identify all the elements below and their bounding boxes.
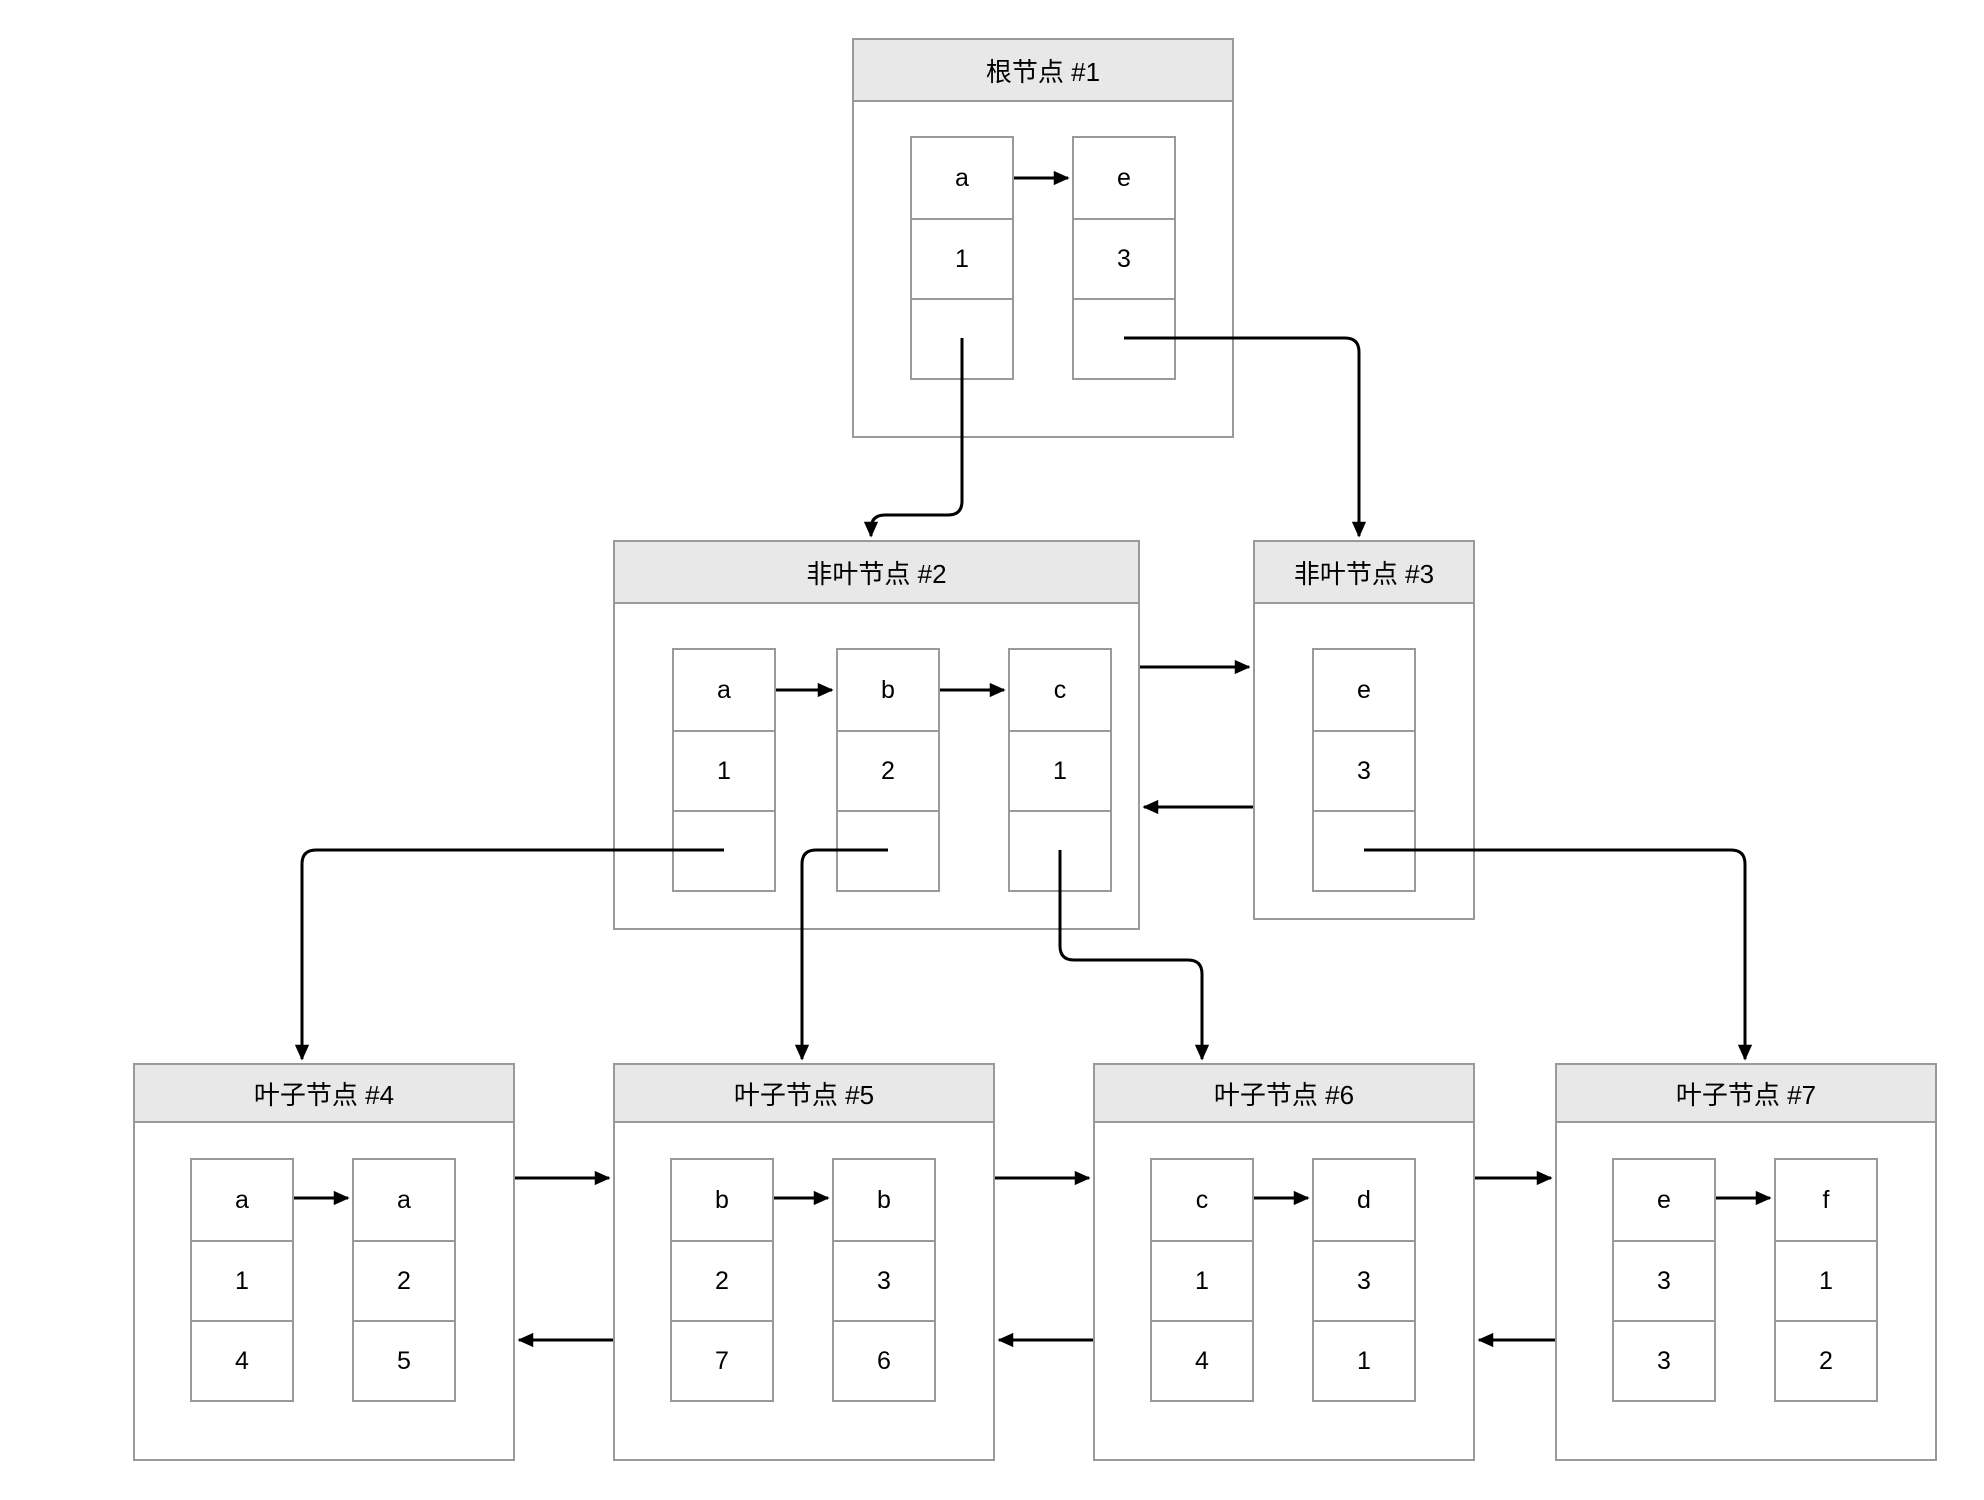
record-column: a 1 bbox=[672, 648, 776, 892]
node-title: 叶子节点 #5 bbox=[615, 1065, 993, 1123]
node-leaf-6: 叶子节点 #6 c 1 4 d 3 1 bbox=[1093, 1063, 1475, 1461]
node-leaf-5: 叶子节点 #5 b 2 7 b 3 6 bbox=[613, 1063, 995, 1461]
node-title: 叶子节点 #4 bbox=[135, 1065, 513, 1123]
key-cell: b bbox=[838, 650, 938, 730]
key-cell: a bbox=[912, 138, 1012, 218]
node-title: 叶子节点 #7 bbox=[1557, 1065, 1935, 1123]
pointer-cell: 7 bbox=[672, 1320, 772, 1400]
key-cell: b bbox=[834, 1160, 934, 1240]
key-cell: a bbox=[354, 1160, 454, 1240]
pointer-cell bbox=[1074, 298, 1174, 378]
node-leaf-4: 叶子节点 #4 a 1 4 a 2 5 bbox=[133, 1063, 515, 1461]
key-cell: e bbox=[1074, 138, 1174, 218]
record-column: a 1 bbox=[910, 136, 1014, 380]
key-cell: a bbox=[192, 1160, 292, 1240]
key-cell: f bbox=[1776, 1160, 1876, 1240]
value-cell: 2 bbox=[672, 1240, 772, 1320]
record-column: b 3 6 bbox=[832, 1158, 936, 1402]
record-column: d 3 1 bbox=[1312, 1158, 1416, 1402]
value-cell: 1 bbox=[1152, 1240, 1252, 1320]
value-cell: 1 bbox=[1776, 1240, 1876, 1320]
record-column: f 1 2 bbox=[1774, 1158, 1878, 1402]
node-root-1: 根节点 #1 a 1 e 3 bbox=[852, 38, 1234, 438]
value-cell: 3 bbox=[1614, 1240, 1714, 1320]
value-cell: 3 bbox=[1074, 218, 1174, 298]
record-column: e 3 bbox=[1072, 136, 1176, 380]
record-column: a 2 5 bbox=[352, 1158, 456, 1402]
key-cell: c bbox=[1152, 1160, 1252, 1240]
node-leaf-7: 叶子节点 #7 e 3 3 f 1 2 bbox=[1555, 1063, 1937, 1461]
node-title: 非叶节点 #2 bbox=[615, 542, 1138, 604]
record-column: a 1 4 bbox=[190, 1158, 294, 1402]
pointer-cell: 4 bbox=[1152, 1320, 1252, 1400]
node-internal-2: 非叶节点 #2 a 1 b 2 c 1 bbox=[613, 540, 1140, 930]
pointer-cell: 6 bbox=[834, 1320, 934, 1400]
value-cell: 1 bbox=[674, 730, 774, 810]
key-cell: c bbox=[1010, 650, 1110, 730]
key-cell: b bbox=[672, 1160, 772, 1240]
pointer-cell: 2 bbox=[1776, 1320, 1876, 1400]
value-cell: 3 bbox=[1314, 1240, 1414, 1320]
node-title: 叶子节点 #6 bbox=[1095, 1065, 1473, 1123]
pointer-cell bbox=[838, 810, 938, 890]
value-cell: 1 bbox=[1010, 730, 1110, 810]
pointer-cell: 5 bbox=[354, 1320, 454, 1400]
value-cell: 3 bbox=[1314, 730, 1414, 810]
record-column: b 2 bbox=[836, 648, 940, 892]
record-column: e 3 3 bbox=[1612, 1158, 1716, 1402]
value-cell: 1 bbox=[912, 218, 1012, 298]
pointer-cell: 4 bbox=[192, 1320, 292, 1400]
pointer-cell bbox=[912, 298, 1012, 378]
value-cell: 2 bbox=[354, 1240, 454, 1320]
key-cell: d bbox=[1314, 1160, 1414, 1240]
key-cell: a bbox=[674, 650, 774, 730]
record-column: e 3 bbox=[1312, 648, 1416, 892]
node-internal-3: 非叶节点 #3 e 3 bbox=[1253, 540, 1475, 920]
value-cell: 1 bbox=[192, 1240, 292, 1320]
pointer-cell: 1 bbox=[1314, 1320, 1414, 1400]
pointer-cell: 3 bbox=[1614, 1320, 1714, 1400]
node-title: 非叶节点 #3 bbox=[1255, 542, 1473, 604]
pointer-cell bbox=[1314, 810, 1414, 890]
value-cell: 2 bbox=[838, 730, 938, 810]
key-cell: e bbox=[1314, 650, 1414, 730]
pointer-cell bbox=[674, 810, 774, 890]
pointer-cell bbox=[1010, 810, 1110, 890]
key-cell: e bbox=[1614, 1160, 1714, 1240]
value-cell: 3 bbox=[834, 1240, 934, 1320]
record-column: c 1 4 bbox=[1150, 1158, 1254, 1402]
record-column: c 1 bbox=[1008, 648, 1112, 892]
node-title: 根节点 #1 bbox=[854, 40, 1232, 102]
record-column: b 2 7 bbox=[670, 1158, 774, 1402]
